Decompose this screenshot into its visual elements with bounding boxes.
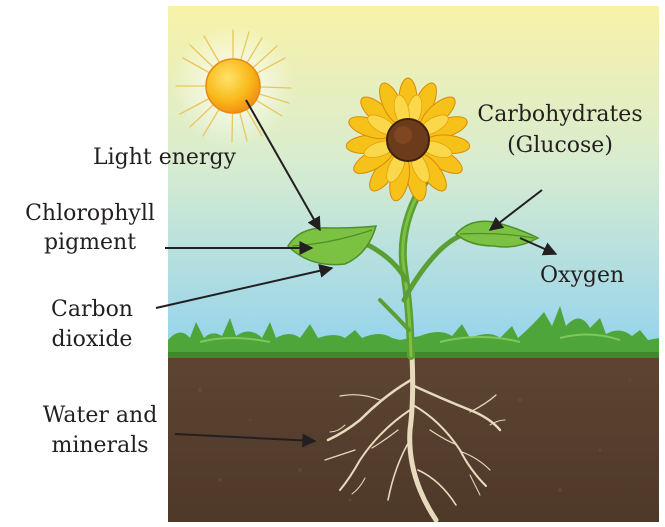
label-chlorophyll-pigment: Chlorophyll pigment	[4, 200, 176, 256]
label-water-minerals-line1: Water and	[20, 402, 180, 429]
label-carbohydrates-line1: Carbohydrates	[460, 101, 660, 128]
label-carbohydrates-line2: (Glucose)	[460, 132, 660, 159]
label-chlorophyll-line2: pigment	[4, 229, 176, 256]
label-water-minerals-line2: minerals	[20, 432, 180, 459]
label-chlorophyll-line1: Chlorophyll	[4, 200, 176, 227]
label-carbohydrates: Carbohydrates (Glucose)	[460, 101, 660, 159]
label-carbon-dioxide-line1: Carbon	[26, 296, 158, 323]
label-oxygen: Oxygen	[540, 262, 624, 289]
label-carbon-dioxide: Carbon dioxide	[26, 296, 158, 353]
label-light-energy: Light energy	[93, 144, 236, 171]
label-carbon-dioxide-line2: dioxide	[26, 326, 158, 353]
label-water-minerals: Water and minerals	[20, 402, 180, 459]
sun-icon	[171, 24, 295, 148]
